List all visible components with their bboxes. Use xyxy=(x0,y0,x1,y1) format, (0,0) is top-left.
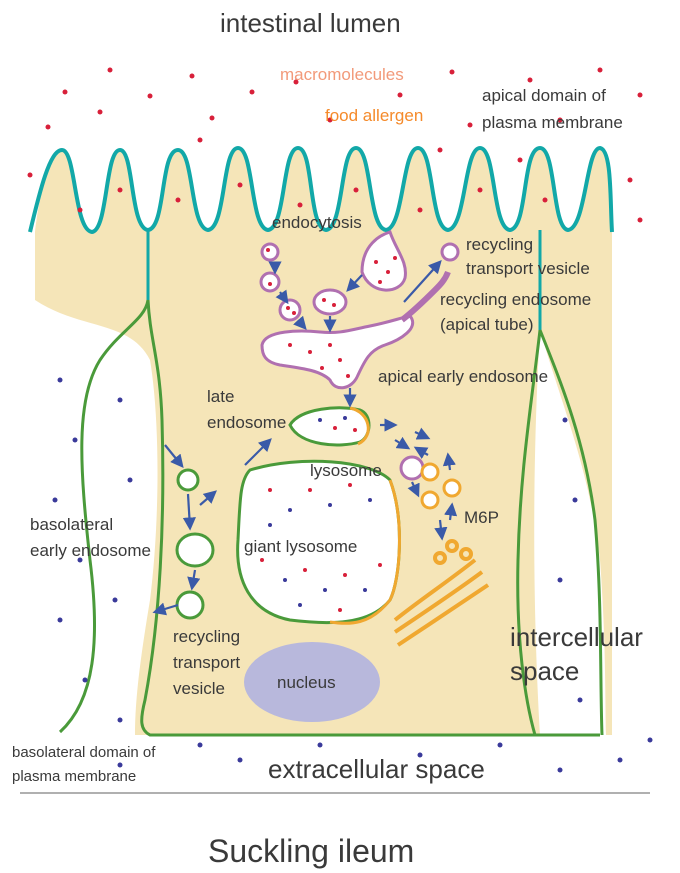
label-recycling-vesicle-top-1: recycling xyxy=(466,235,533,254)
label-recycling-endosome-2: (apical tube) xyxy=(440,315,534,334)
label-basolateral-domain-1: basolateral domain of xyxy=(12,744,156,761)
label-late-endosome-1: late xyxy=(207,387,234,406)
label-recycling-endosome-1: recycling endosome xyxy=(440,290,591,309)
label-macromolecules: macromolecules xyxy=(280,65,404,84)
label-intestinal-lumen: intestinal lumen xyxy=(220,8,401,38)
label-basolateral-early-1: basolateral xyxy=(30,515,113,534)
caption: Suckling ileum xyxy=(208,833,414,869)
label-apical-early-endosome: apical early endosome xyxy=(378,367,548,386)
label-endocytosis: endocytosis xyxy=(272,213,362,232)
label-nucleus: nucleus xyxy=(277,673,336,692)
label-basolateral-early-2: early endosome xyxy=(30,541,151,560)
label-apical-domain-2: plasma membrane xyxy=(482,113,623,132)
label-recycling-vesicle-bottom-3: vesicle xyxy=(173,679,225,698)
label-giant-lysosome: giant lysosome xyxy=(244,537,357,556)
label-recycling-vesicle-bottom-2: transport xyxy=(173,653,240,672)
label-recycling-vesicle-top-2: transport vesicle xyxy=(466,259,590,278)
label-intercellular-2: space xyxy=(510,656,579,686)
label-basolateral-domain-2: plasma membrane xyxy=(12,768,136,785)
lysosome xyxy=(401,457,423,479)
label-intercellular-1: intercellular xyxy=(510,622,643,652)
label-m6p: M6P xyxy=(464,508,499,527)
label-lysosome: lysosome xyxy=(310,461,382,480)
label-apical-domain-1: apical domain of xyxy=(482,86,606,105)
label-extracellular-space: extracellular space xyxy=(268,754,485,784)
label-recycling-vesicle-bottom-1: recycling xyxy=(173,627,240,646)
label-food-allergen: food allergen xyxy=(325,106,423,125)
label-late-endosome-2: endosome xyxy=(207,413,286,432)
